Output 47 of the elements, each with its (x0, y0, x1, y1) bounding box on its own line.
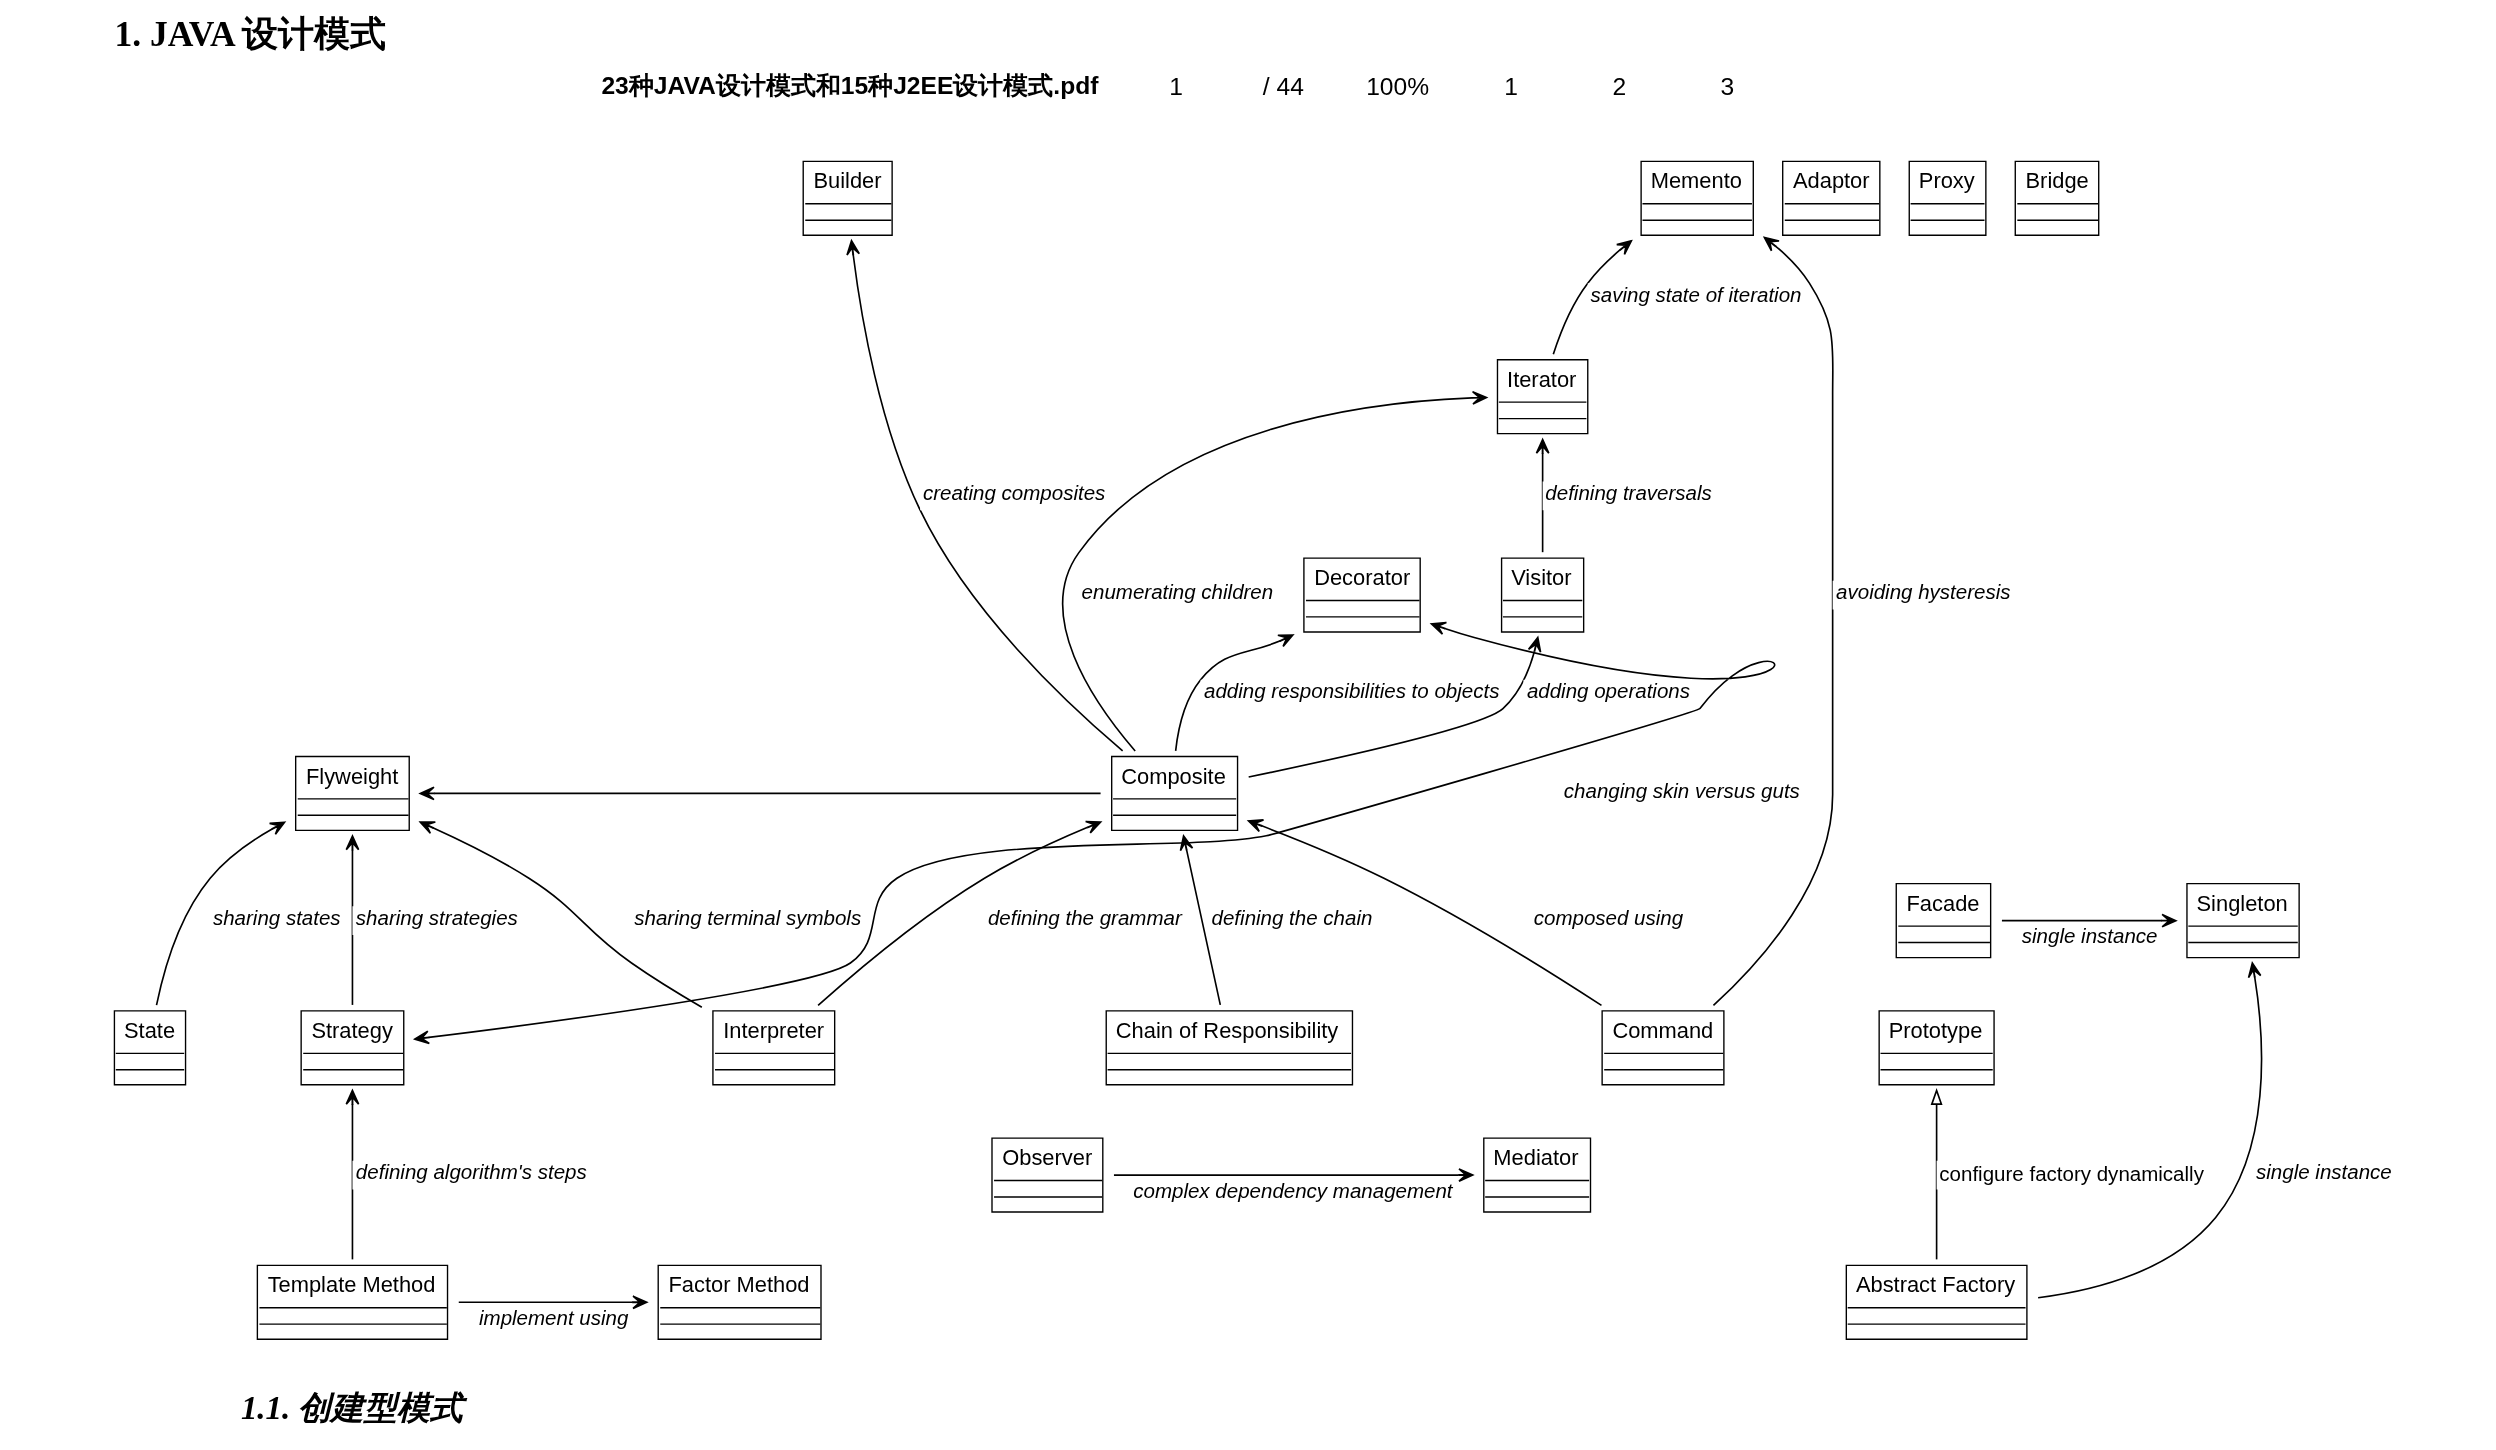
edge-label: complex dependency management (1132, 1178, 1453, 1202)
edge-label: sharing states (212, 905, 341, 929)
label: / 44 (1262, 72, 1304, 100)
edge-label: saving state of iteration (1590, 282, 1801, 306)
label: 2 (1611, 72, 1626, 100)
arrow (816, 820, 1101, 1007)
label: 100% (1365, 72, 1429, 100)
label: 1 (1168, 72, 1183, 100)
arrow (1179, 835, 1221, 1006)
arrow (418, 786, 1101, 801)
edge-label: configure factory dynamically (1938, 1161, 2204, 1185)
label: 1 (1503, 72, 1518, 100)
arrow (155, 821, 285, 1006)
arrow (2000, 913, 2177, 928)
arrow (419, 821, 703, 1009)
edge-label: sharing strategies (355, 905, 518, 929)
label: 23种JAVA设计模式和15种J2EE设计模式.pdf (600, 71, 1098, 99)
edge-label: enumerating children (1081, 580, 1273, 604)
edge-label: defining algorithm's steps (355, 1160, 587, 1184)
arrow (1112, 1168, 1473, 1183)
edge-label: avoiding hysteresis (1835, 580, 2011, 604)
edge-label: adding responsibilities to objects (1203, 679, 1499, 703)
edge-label: creating composites (922, 480, 1105, 504)
arrow (1930, 1087, 1943, 1261)
edge-label: defining traversals (1544, 480, 1712, 504)
arrow (1247, 636, 1541, 778)
edge-label: composed using (1533, 905, 1683, 929)
arrow (413, 621, 1775, 1045)
arrow (1552, 240, 1632, 355)
edge-label: defining the chain (1211, 905, 1372, 929)
arrow (845, 239, 1123, 752)
edge-label: single instance (2021, 924, 2157, 948)
edge-label: sharing terminal symbols (633, 905, 861, 929)
edge-label: defining the grammar (987, 905, 1182, 929)
arrow (2036, 962, 2262, 1299)
diagram-title: 1. JAVA 设计模式 (113, 14, 387, 55)
edge-label: single instance (2255, 1160, 2392, 1184)
edge-label: adding operations (1526, 679, 1690, 703)
label: 3 (1719, 72, 1734, 100)
arrow (1535, 438, 1550, 553)
arrow (1061, 390, 1487, 752)
arrow (457, 1295, 648, 1310)
edge-label: changing skin versus guts (1563, 778, 1800, 802)
arrow (1712, 236, 1834, 1007)
arrow (1174, 634, 1294, 752)
arrow (1247, 819, 1602, 1007)
edge-label: implement using (478, 1305, 628, 1329)
